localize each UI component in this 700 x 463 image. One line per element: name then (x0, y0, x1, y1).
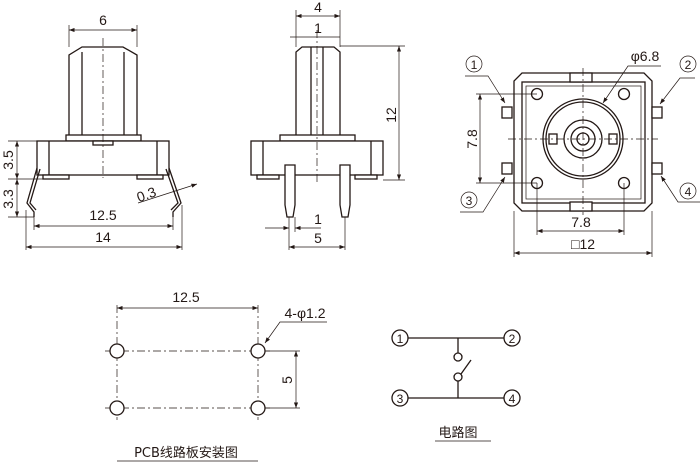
body-size-label: □12 (571, 236, 595, 252)
height-12-label: 12 (383, 107, 399, 123)
circuit-pin-1-label: 1 (397, 332, 404, 346)
cap-diameter-label: φ6.8 (631, 48, 660, 64)
lead-0-3-label: 0.3 (134, 183, 158, 205)
horizontal-pitch-label: 7.8 (571, 214, 591, 230)
pcb-pitch-label: 12.5 (172, 289, 199, 305)
total-14-label: 14 (95, 229, 111, 245)
dim-3-3-label: 3.3 (0, 189, 16, 209)
front-view: 6 3.5 3.3 12.5 14 0.3 (0, 12, 198, 250)
circuit-caption: 电路图 (438, 425, 477, 441)
top-pin-2-label: 2 (685, 58, 692, 72)
pin-width-1-label: 1 (314, 211, 322, 227)
vertical-pitch-label: 7.8 (464, 129, 480, 149)
circuit-diagram: 1 2 3 4 电路图 (391, 329, 521, 442)
top-pin-1-label: 1 (471, 58, 478, 72)
side-view: 4 1 12 1 5 (250, 0, 405, 250)
pin-spacing-5-label: 5 (314, 230, 322, 246)
pcb-spacing-label: 5 (279, 376, 295, 384)
pitch-12-5-label: 12.5 (89, 207, 116, 223)
circuit-pin-3-label: 3 (397, 392, 404, 406)
pcb-caption: PCB线路板安装图 (134, 445, 238, 461)
circuit-pin-2-label: 2 (509, 332, 516, 346)
top-pin-3-label: 3 (466, 194, 473, 208)
side-width-4-label: 4 (314, 0, 322, 15)
pcb-layout: 12.5 4-φ1.2 5 PCB线路板安装图 (105, 289, 327, 462)
side-stem-1-label: 1 (314, 20, 322, 36)
front-width-label: 6 (99, 12, 107, 28)
hole-size-label: 4-φ1.2 (285, 305, 326, 321)
circuit-pin-4-label: 4 (509, 392, 516, 406)
top-view: 1 2 3 4 φ6.8 7.8 7.8 □12 (460, 48, 700, 257)
dim-3-5-label: 3.5 (0, 150, 16, 170)
top-pin-4-label: 4 (685, 185, 692, 199)
